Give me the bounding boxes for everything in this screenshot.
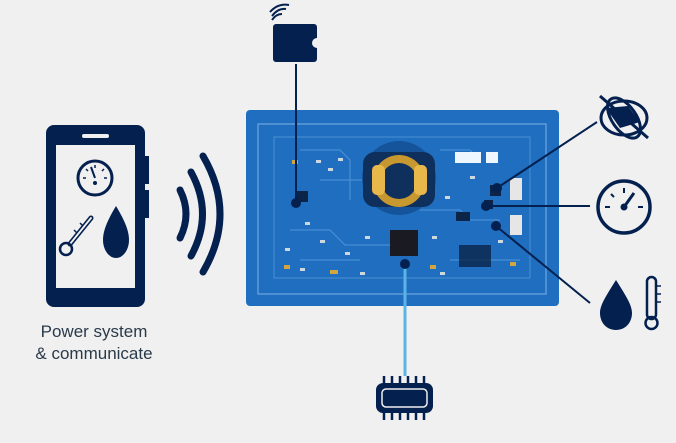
connector-dot-humidity [491,221,501,231]
humidity-drop-icon [103,206,129,258]
connector-dot-pressure [481,201,491,211]
pressure-gauge-icon [76,159,114,197]
motion-sensor-icon [599,94,649,140]
microcontroller-chip-icon [376,376,433,420]
pressure-gauge-icon [596,179,652,235]
nfc-tag-icon [269,3,322,62]
connector-dot-nfc [291,198,301,208]
wireless-signal-icon [176,152,224,276]
caption-line-1: Power system [40,322,148,341]
connector-lines [291,64,598,376]
humidity-temperature-icon [600,275,661,331]
smartphone-icon [46,125,149,307]
caption-line-2: & communicate [35,344,153,363]
connector-dot-chip [400,259,410,269]
sensor-board [246,110,559,306]
thermometer-icon [58,215,94,257]
connector-dot-motion [492,183,502,193]
